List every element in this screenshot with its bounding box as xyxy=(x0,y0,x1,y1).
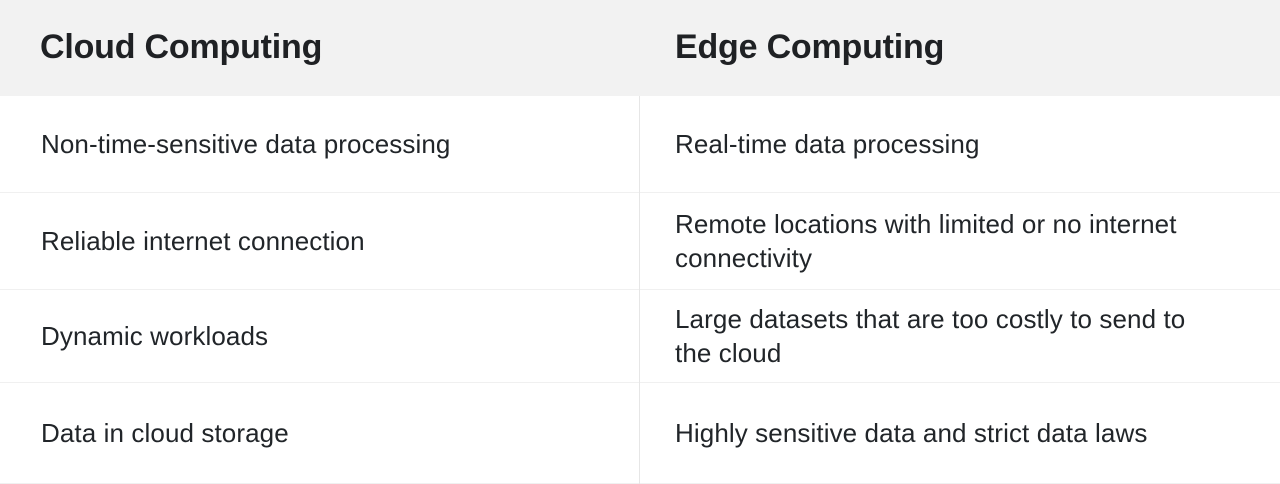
table-cell-cloud: Dynamic workloads xyxy=(0,290,640,382)
table-cell-text: Real-time data processing xyxy=(675,128,980,159)
table-cell-edge: Remote locations with limited or no inte… xyxy=(640,193,1280,289)
table-cell-cloud: Reliable internet connection xyxy=(0,193,640,289)
table-row: Non-time-sensitive data processing Real-… xyxy=(0,96,1280,193)
table-cell-edge: Real-time data processing xyxy=(640,96,1280,192)
table-cell-text: Dynamic workloads xyxy=(41,320,269,351)
table-cell-edge: Highly sensitive data and strict data la… xyxy=(640,383,1280,483)
column-header-label: Edge Computing xyxy=(675,28,945,67)
column-header-cloud-computing: Cloud Computing xyxy=(0,0,640,96)
table-cell-text: Non-time-sensitive data processing xyxy=(41,128,451,159)
table-cell-edge: Large datasets that are too costly to se… xyxy=(640,290,1280,382)
table-cell-text: Reliable internet connection xyxy=(41,225,365,256)
table-header-row: Cloud Computing Edge Computing xyxy=(0,0,1280,96)
column-header-edge-computing: Edge Computing xyxy=(640,0,1280,96)
table-cell-text: Highly sensitive data and strict data la… xyxy=(675,417,1148,448)
table-cell-cloud: Data in cloud storage xyxy=(0,383,640,483)
table-cell-text: Data in cloud storage xyxy=(41,417,289,448)
table-row: Dynamic workloads Large datasets that ar… xyxy=(0,290,1280,383)
table-row: Data in cloud storage Highly sensitive d… xyxy=(0,383,1280,484)
table-cell-text: Large datasets that are too costly to se… xyxy=(675,303,1186,368)
table-row: Reliable internet connection Remote loca… xyxy=(0,193,1280,290)
column-divider xyxy=(639,96,640,484)
column-header-label: Cloud Computing xyxy=(40,28,323,67)
table-body: Non-time-sensitive data processing Real-… xyxy=(0,96,1280,484)
table-cell-text: Remote locations with limited or no inte… xyxy=(675,208,1177,273)
table-cell-cloud: Non-time-sensitive data processing xyxy=(0,96,640,192)
